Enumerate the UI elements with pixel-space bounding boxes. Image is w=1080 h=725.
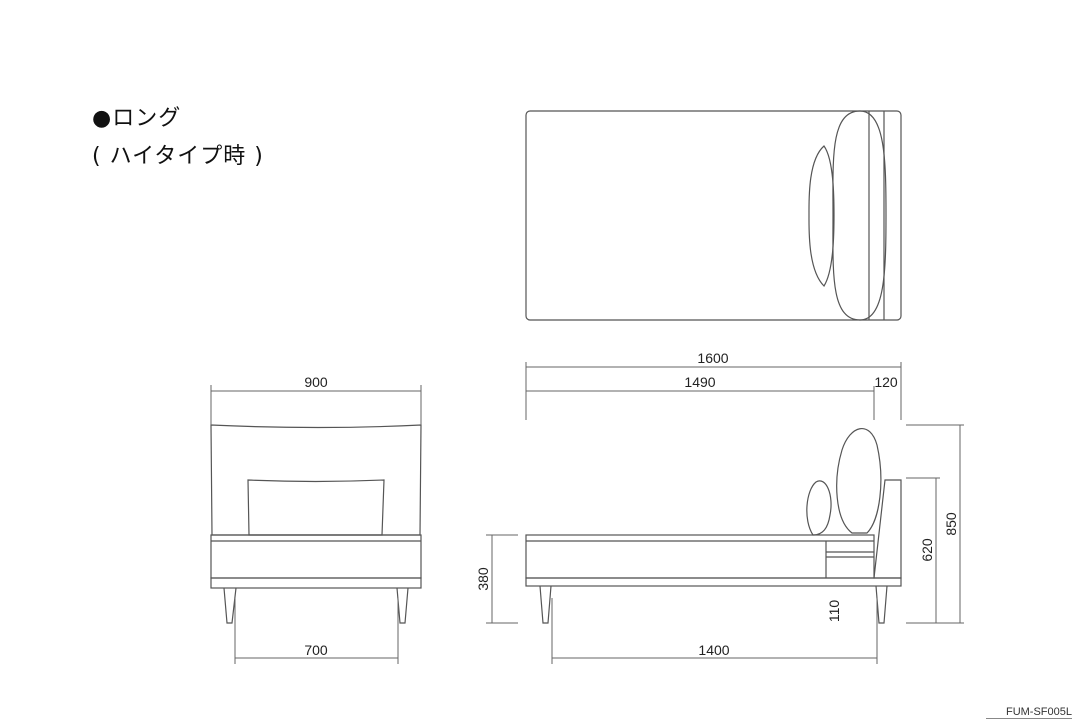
dim-leg-height: 110 <box>826 600 842 623</box>
dim-back-depth: 120 <box>874 374 898 390</box>
dim-seat-length: 1490 <box>684 374 715 390</box>
variant-title: ●ロング <box>92 100 181 132</box>
top-view <box>525 110 902 321</box>
drawing-code: FUM-SF005L <box>985 706 1072 719</box>
dim-total-height: 850 <box>943 512 959 536</box>
dim-back-height: 620 <box>919 538 935 562</box>
side-view <box>525 427 902 624</box>
variant-subtitle: ( ハイタイプ時 ) <box>92 144 264 169</box>
variant-name: ロング <box>112 106 182 131</box>
dim-seat-height: 380 <box>475 567 491 591</box>
dim-leg-span: 1400 <box>698 642 729 658</box>
dim-leg-width: 700 <box>304 642 328 658</box>
dim-front-width: 900 <box>304 374 328 390</box>
bullet-icon: ● <box>92 106 113 131</box>
dim-total-length: 1600 <box>697 350 728 366</box>
front-view <box>210 424 422 624</box>
